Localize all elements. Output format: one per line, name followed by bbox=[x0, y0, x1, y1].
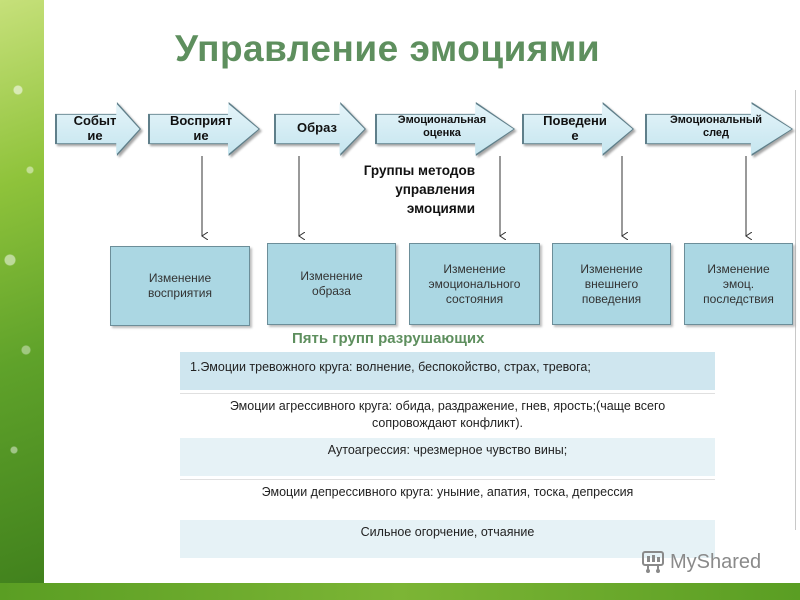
group-row: 1.Эмоции тревожного круга: волнение, бес… bbox=[180, 352, 715, 390]
right-divider bbox=[795, 90, 796, 530]
method-box-external-behavior: Изменение внешнего поведения bbox=[552, 243, 671, 325]
flow-arrow-label: Образ bbox=[297, 120, 337, 135]
flow-arrow-image: Образ bbox=[274, 102, 366, 156]
groups-title: Пять групп разрушающих bbox=[292, 330, 485, 347]
method-box-emotional-state: Изменение эмоционального состояния bbox=[409, 243, 540, 325]
flow-arrow-event: Событ ие bbox=[55, 102, 141, 156]
group-row: Сильное огорчение, отчаяние bbox=[180, 520, 715, 558]
methods-title: Группы методов управления эмоциями bbox=[363, 163, 475, 216]
flow-arrow-label: Эмоциональная оценка bbox=[397, 114, 487, 139]
flow-arrow-perception: Восприят ие bbox=[148, 102, 260, 156]
flow-arrow-label: Восприят ие bbox=[169, 113, 233, 143]
group-row: Аутоагрессия: чрезмерное чувство вины; bbox=[180, 438, 715, 476]
flow-arrow-label: Событ ие bbox=[73, 113, 117, 143]
group-row: Эмоции агрессивного круга: обида, раздра… bbox=[180, 393, 715, 435]
method-box-emotional-consequence: Изменение эмоц. последствия bbox=[684, 243, 793, 325]
flow-arrow-emotional-trace: Эмоциональный след bbox=[645, 102, 793, 156]
bottom-green-bar bbox=[0, 583, 800, 600]
flow-arrow-label: Эмоциональный след bbox=[669, 114, 763, 139]
flow-arrow-label: Поведени е bbox=[543, 113, 607, 143]
myshared-logo: MyShared bbox=[640, 548, 761, 576]
slide-title: Управление эмоциями bbox=[175, 28, 601, 69]
flow-arrow-emotional-assessment: Эмоциональная оценка bbox=[375, 102, 515, 156]
group-row: Эмоции депрессивного круга: уныние, апат… bbox=[180, 479, 715, 517]
leaf-background-strip bbox=[0, 0, 44, 600]
logo-text: MyShared bbox=[670, 550, 762, 573]
method-box-image: Изменение образа bbox=[267, 243, 396, 325]
destructive-groups-table: 1.Эмоции тревожного круга: волнение, бес… bbox=[180, 352, 715, 561]
flow-arrow-behavior: Поведени е bbox=[522, 102, 634, 156]
method-box-perception: Изменение восприятия bbox=[110, 246, 250, 326]
cart-icon bbox=[642, 551, 664, 573]
